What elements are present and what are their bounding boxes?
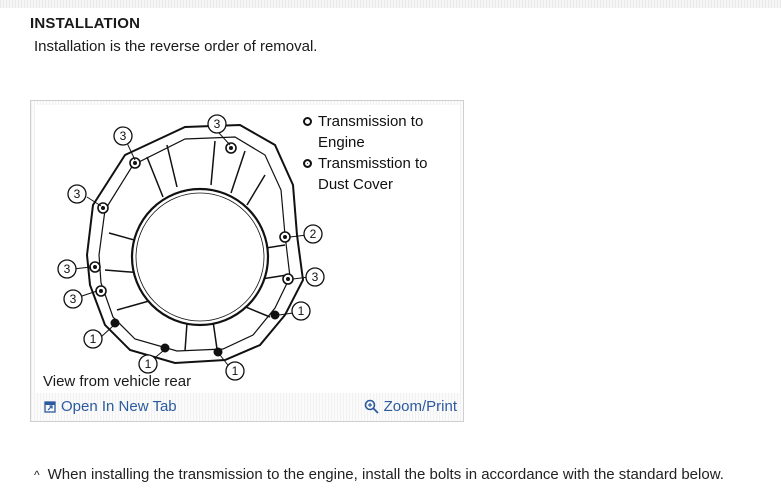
open-in-new-tab-label: Open In New Tab (61, 398, 177, 415)
bolt-filled (110, 310, 280, 357)
top-border (0, 0, 781, 8)
footnote-text: When installing the transmission to the … (47, 466, 724, 483)
legend-label: Transmission to Engine (318, 113, 424, 151)
callout-label: 3 (214, 117, 221, 131)
diagram-card: 3 3 3 3 3 2 3 1 1 1 1 Transmission to En… (35, 105, 460, 393)
transmission-bolt-diagram: 3 3 3 3 3 2 3 1 1 1 1 (57, 114, 325, 381)
callout-label: 3 (64, 262, 71, 276)
figure-caption: View from vehicle rear (43, 373, 192, 390)
callout-label: 3 (74, 187, 81, 201)
callout-label: 1 (90, 332, 97, 346)
zoom-print-label: Zoom/Print (383, 398, 457, 415)
figure-panel: 3 3 3 3 3 2 3 1 1 1 1 Transmission to En… (30, 100, 464, 422)
callout-label: 2 (310, 227, 317, 241)
section-heading: INSTALLATION (30, 15, 141, 32)
figure-actions: Open In New Tab Zoom/Print (31, 393, 465, 419)
footnote: ^ When installing the transmission to the… (34, 466, 724, 483)
callout-label: 1 (145, 357, 152, 371)
callout-label: 1 (298, 304, 305, 318)
legend-item: Transmission to Engine (303, 111, 458, 153)
section-text: Installation is the reverse order of rem… (34, 38, 318, 55)
callout-circles (57, 114, 325, 381)
new-tab-icon (44, 400, 56, 413)
open-bolt-icon (303, 117, 312, 126)
open-in-new-tab-link[interactable]: Open In New Tab (44, 398, 177, 415)
magnifier-icon (364, 399, 379, 414)
diagram-legend: Transmission to Engine Transmisstion to … (303, 111, 458, 195)
housing-inner (98, 136, 291, 352)
zoom-print-link[interactable]: Zoom/Print (364, 398, 457, 415)
callout-label: 1 (232, 364, 239, 378)
callout-label: 3 (312, 270, 319, 284)
legend-item: Transmisstion to Dust Cover (303, 153, 458, 195)
callout-label: 3 (70, 292, 77, 306)
caret-marker: ^ (34, 468, 40, 482)
filled-bolt-icon (303, 159, 312, 168)
bell-housing-bore (130, 187, 270, 327)
callout-label: 3 (120, 129, 127, 143)
legend-label: Transmisstion to Dust Cover (318, 155, 428, 193)
